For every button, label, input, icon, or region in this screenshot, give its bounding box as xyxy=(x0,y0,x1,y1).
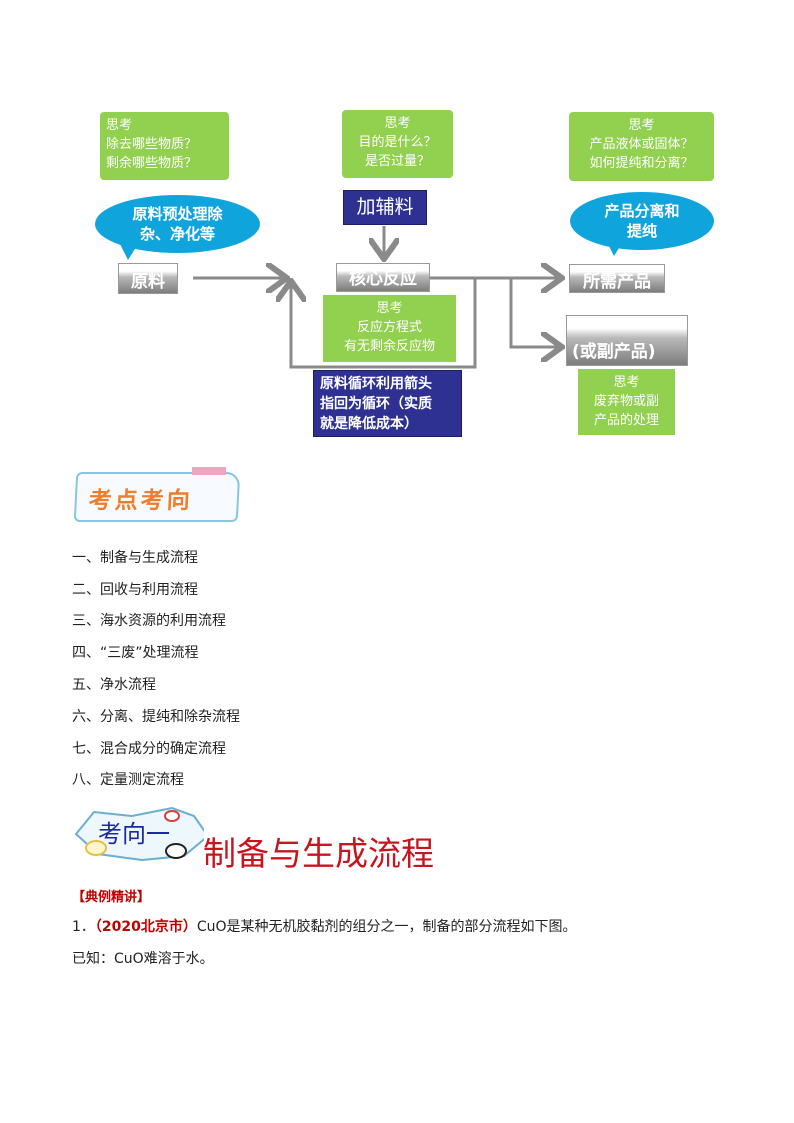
think-line: 目的是什么？ xyxy=(358,135,437,150)
example-label: 【典例精讲】 xyxy=(72,890,151,905)
think-box-auxiliary: 思考 目的是什么？ 是否过量？ xyxy=(342,110,453,178)
think-box-product: 思考 产品液体或固体？ 如何提纯和分离？ xyxy=(569,112,714,181)
think-title: 思考 xyxy=(613,375,640,390)
pretreatment-bubble: 原料预处理除 杂、净化等 xyxy=(95,195,260,253)
question-1: 1．（2020北京市）CuO是某种无机胶黏剂的组分之一，制备的部分流程如下图。 xyxy=(72,916,577,936)
recycle-note-box: 原料循环利用箭头 指回为循环（实质 就是降低成本） xyxy=(313,370,462,437)
question-source: （2020北京市） xyxy=(94,919,197,935)
think-title: 思考 xyxy=(106,118,133,133)
separation-bubble: 产品分离和 提纯 xyxy=(570,192,714,250)
add-auxiliary-box: 加辅料 xyxy=(343,190,427,225)
product-box: 所需产品 xyxy=(569,264,665,293)
think-title: 思考 xyxy=(376,301,403,316)
topic-item: 七、混合成分的确定流程 xyxy=(72,741,226,757)
badge-tag: 考向一 xyxy=(98,820,170,848)
think-box-waste: 思考 废弃物或副 产品的处理 xyxy=(578,369,675,435)
think-line: 是否过量？ xyxy=(364,154,430,169)
bubble-line: 产品分离和 xyxy=(604,202,680,220)
raw-material-box: 原料 xyxy=(118,263,178,294)
think-line: 反应方程式 xyxy=(356,320,422,335)
byproduct-box: (或副产品) xyxy=(566,315,688,366)
think-line: 产品的处理 xyxy=(593,413,659,428)
section-title: 制备与生成流程 xyxy=(203,834,434,873)
topic-item: 六、分离、提纯和除杂流程 xyxy=(72,709,240,725)
core-reaction-box: 核心反应 xyxy=(336,263,430,292)
think-line: 除去哪些物质？ xyxy=(106,137,198,152)
note-line: 原料循环利用箭头 xyxy=(320,376,432,392)
question-number: 1． xyxy=(72,919,95,935)
topic-item: 四、“三废”处理流程 xyxy=(72,645,199,661)
topic-item: 三、海水资源的利用流程 xyxy=(72,613,226,629)
think-box-reaction: 思考 反应方程式 有无剩余反应物 xyxy=(323,295,456,362)
bubble-line: 提纯 xyxy=(626,222,657,240)
think-line: 如何提纯和分离？ xyxy=(589,156,694,171)
section-banner: 考点考向 xyxy=(73,472,241,522)
note-line: 指回为循环（实质 xyxy=(320,396,432,412)
direction-badge xyxy=(74,806,204,862)
think-line: 废弃物或副 xyxy=(593,394,659,409)
question-text: CuO是某种无机胶黏剂的组分之一，制备的部分流程如下图。 xyxy=(196,919,577,935)
bubble-line: 原料预处理除 xyxy=(132,205,223,223)
think-line: 有无剩余反应物 xyxy=(343,339,435,354)
arrow-to-byproduct xyxy=(509,278,559,347)
topic-item: 二、回收与利用流程 xyxy=(72,582,198,598)
topic-item: 一、制备与生成流程 xyxy=(72,550,198,566)
flow-arrows xyxy=(193,226,794,369)
known-condition: 已知：CuO难溶于水。 xyxy=(72,951,214,967)
think-box-pretreatment: 思考 除去哪些物质？ 剩余哪些物质？ xyxy=(100,112,229,180)
note-line: 就是降低成本） xyxy=(320,416,418,432)
think-title: 思考 xyxy=(628,118,655,133)
banner-title: 考点考向 xyxy=(88,488,194,514)
think-line: 产品液体或固体？ xyxy=(589,137,694,152)
bubble-line: 杂、净化等 xyxy=(139,225,215,243)
think-title: 思考 xyxy=(384,116,411,131)
recycle-loop-arrow xyxy=(291,278,477,369)
think-line: 剩余哪些物质？ xyxy=(106,156,198,171)
topic-item: 八、定量测定流程 xyxy=(72,772,184,788)
topic-item: 五、净水流程 xyxy=(72,677,156,693)
paper-clip-icon xyxy=(192,467,226,475)
